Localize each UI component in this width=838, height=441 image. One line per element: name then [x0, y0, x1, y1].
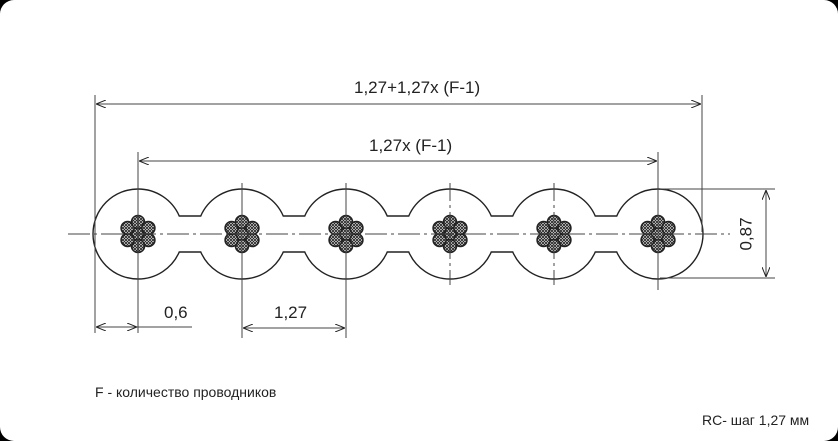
wire-strand	[328, 232, 343, 248]
dim-pitch-total-label: 1,27x (F-1)	[369, 136, 453, 155]
dim-thickness-label: 0,87	[736, 217, 756, 251]
wire-strand	[224, 232, 239, 248]
conductor-strand-bundle	[432, 183, 468, 285]
wire-strand	[557, 220, 572, 236]
wire-strand	[120, 232, 135, 248]
dimension-lines	[68, 95, 775, 338]
dim-overall-label: 1,27+1,27x (F-1)	[354, 78, 481, 97]
wire-strand	[432, 232, 447, 248]
dim-edge-offset-label: 0,6	[164, 303, 188, 322]
wire-strand	[141, 220, 156, 236]
wire-strand	[640, 232, 655, 248]
wire-strand	[245, 220, 260, 236]
wire-strand	[349, 220, 364, 236]
f-legend-note: F - количество проводников	[95, 384, 277, 400]
rc-legend-note: RC- шаг 1,27 мм	[702, 412, 810, 428]
wire-strand	[453, 220, 468, 236]
wire-strand	[661, 220, 676, 236]
wire-strand	[536, 232, 551, 248]
dim-pitch-label: 1,27	[274, 303, 308, 322]
